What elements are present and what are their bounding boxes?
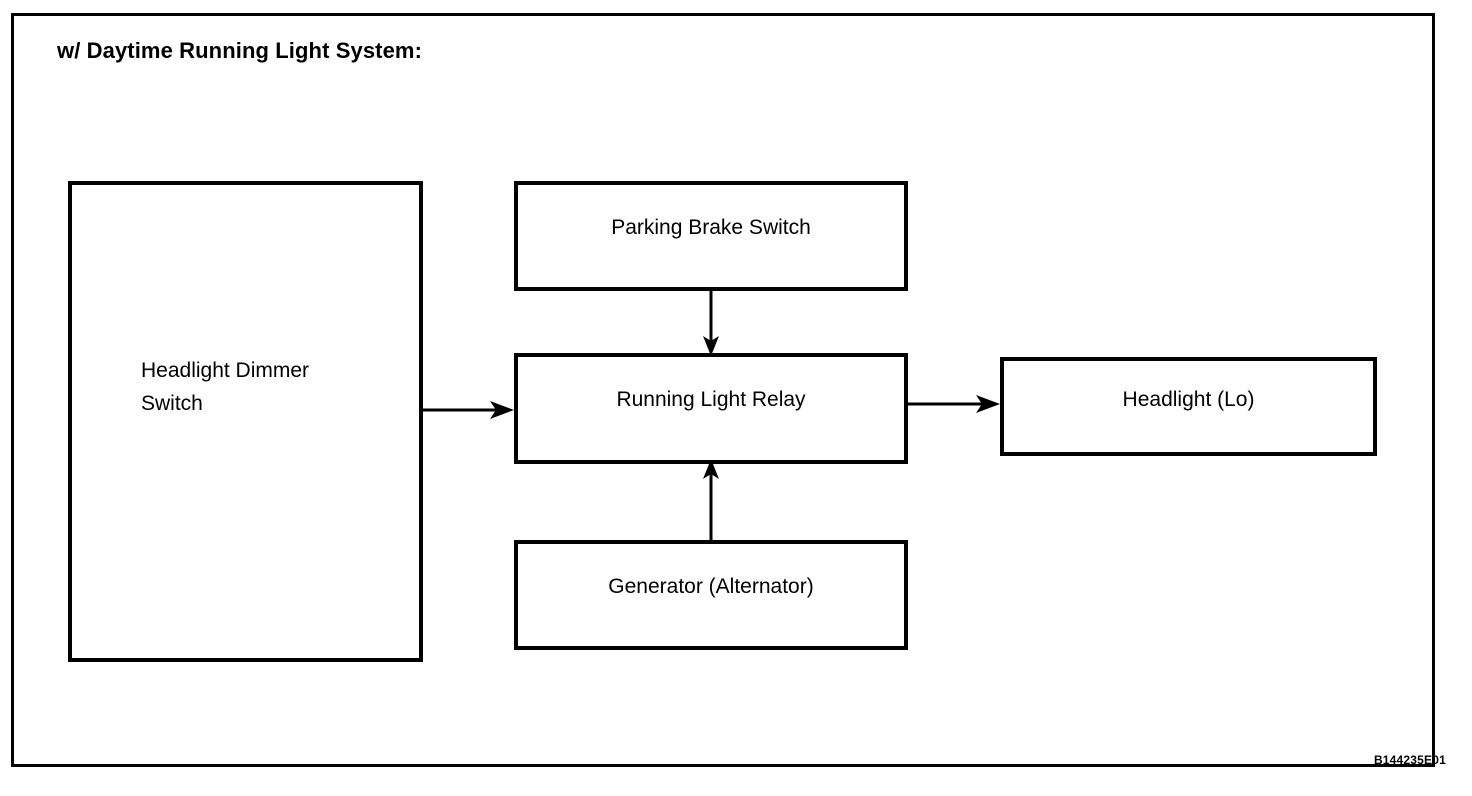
node-headlight-lo-label: Headlight (Lo) bbox=[1122, 388, 1255, 411]
node-headlight-dimmer-switch-label: Headlight Dimmer Switch bbox=[141, 359, 310, 415]
node-headlight-lo: Headlight (Lo) bbox=[1000, 357, 1377, 456]
node-generator-alternator: Generator (Alternator) bbox=[514, 540, 908, 650]
node-running-light-relay: Running Light Relay bbox=[514, 353, 908, 464]
figure-border bbox=[11, 13, 1435, 767]
node-parking-brake-switch: Parking Brake Switch bbox=[514, 181, 908, 291]
figure-title: w/ Daytime Running Light System: bbox=[57, 38, 423, 63]
figure-reference-code: B144235E01 bbox=[1373, 753, 1446, 767]
node-running-light-relay-label: Running Light Relay bbox=[616, 388, 806, 411]
node-parking-brake-switch-label: Parking Brake Switch bbox=[611, 216, 811, 239]
node-generator-alternator-label: Generator (Alternator) bbox=[608, 575, 814, 598]
node-headlight-dimmer-switch: Headlight Dimmer Switch bbox=[68, 181, 423, 662]
